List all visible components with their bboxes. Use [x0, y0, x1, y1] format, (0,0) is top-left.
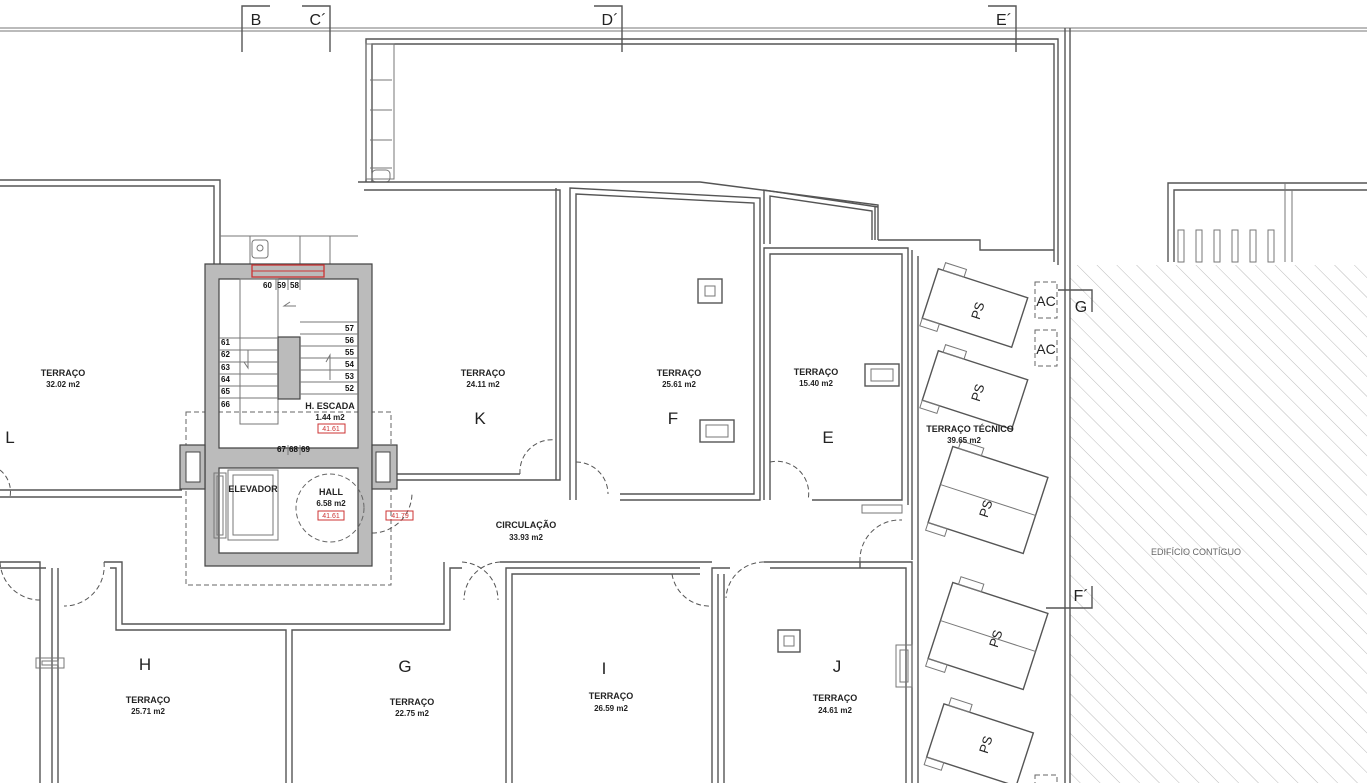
room-escada-name: H. ESCADA [305, 401, 355, 411]
stair-num: 61 [221, 338, 230, 347]
room-l-name: TERRAÇO [41, 368, 86, 378]
stair-num: 55 [345, 348, 354, 357]
equipment-labels: PS PS PS PS PS AC AC [968, 293, 1056, 755]
room-k-name: TERRAÇO [461, 368, 506, 378]
room-l-letter: L [5, 428, 14, 447]
stair-num: 56 [345, 336, 354, 345]
stair-num: 60 [263, 281, 272, 290]
axis-labels: B C´ D´ E´ G F´ [251, 12, 1089, 605]
stair-num: 67 [277, 445, 286, 454]
stair-core [179, 263, 398, 586]
axis-label-d: D´ [602, 12, 619, 29]
room-tec-area: 39.65 m2 [947, 436, 981, 445]
stair-num: 57 [345, 324, 354, 333]
door-swings [0, 439, 903, 607]
ps-label: PS [976, 734, 996, 755]
room-elevador-name: ELEVADOR [228, 484, 278, 494]
room-tec-name: TERRAÇO TÉCNICO [926, 424, 1014, 434]
stair-num: 58 [290, 281, 299, 290]
room-j-area: 24.61 m2 [818, 706, 852, 715]
stair-treads [219, 279, 358, 455]
room-f-area: 25.61 m2 [662, 380, 696, 389]
ps-label: PS [968, 300, 988, 321]
ps-label: PS [986, 628, 1006, 649]
room-i-name: TERRAÇO [589, 691, 634, 701]
stair-num: 64 [221, 375, 230, 384]
room-hall-area: 6.58 m2 [316, 499, 346, 508]
stair-num: 52 [345, 384, 354, 393]
ac-units [1034, 281, 1058, 783]
grid-axes [241, 5, 1093, 609]
outer-walls [0, 27, 1367, 783]
room-hall-name: HALL [319, 487, 343, 497]
stair-num: 63 [221, 363, 230, 372]
room-circ-area: 33.93 m2 [509, 533, 543, 542]
room-circ-name: CIRCULAÇÃO [496, 520, 557, 530]
room-h-area: 25.71 m2 [131, 707, 165, 716]
stair-num: 62 [221, 350, 230, 359]
room-escada-level: 41.61 [322, 426, 340, 433]
stair-num: 59 [277, 281, 286, 290]
room-i-letter: I [602, 659, 607, 678]
adjacent-building-label: EDIFÍCIO CONTÍGUO [1151, 547, 1241, 557]
room-e-area: 15.40 m2 [799, 379, 833, 388]
room-e-name: TERRAÇO [794, 367, 839, 377]
room-g-letter: G [398, 657, 411, 676]
stair-num: 69 [301, 445, 310, 454]
ps-units [919, 262, 1049, 783]
room-hall-level: 41.61 [322, 513, 340, 520]
ac-label: AC [1036, 341, 1055, 357]
ps-label: PS [976, 498, 996, 519]
ac-label: AC [1036, 293, 1055, 309]
stair-numbers: 60 59 58 61 62 63 64 65 66 57 56 55 54 5… [221, 281, 354, 454]
room-j-letter: J [833, 657, 842, 676]
room-g-area: 22.75 m2 [395, 709, 429, 718]
stair-num: 66 [221, 400, 230, 409]
axis-label-g: G [1075, 299, 1087, 316]
room-j-name: TERRAÇO [813, 693, 858, 703]
room-escada-area: 1.44 m2 [315, 413, 345, 422]
room-labels: TERRAÇO 32.02 m2 L TERRAÇO 24.11 m2 K TE… [5, 367, 1241, 718]
door-level: 41.79 [391, 513, 409, 520]
axis-label-b: B [251, 12, 262, 29]
room-f-name: TERRAÇO [657, 368, 702, 378]
room-e-letter: E [822, 428, 833, 447]
axis-label-f: F´ [1073, 588, 1088, 605]
room-i-area: 26.59 m2 [594, 704, 628, 713]
room-h-letter: H [139, 655, 151, 674]
axis-label-e: E´ [996, 12, 1012, 29]
adjacent-building-hatch [1070, 265, 1367, 783]
stair-num: 68 [289, 445, 298, 454]
room-g-name: TERRAÇO [390, 697, 435, 707]
stair-num: 54 [345, 360, 354, 369]
room-k-area: 24.11 m2 [466, 380, 500, 389]
stair-num: 53 [345, 372, 354, 381]
room-l-area: 32.02 m2 [46, 380, 80, 389]
axis-label-c: C´ [310, 12, 327, 29]
fixtures [697, 278, 900, 653]
room-h-name: TERRAÇO [126, 695, 171, 705]
room-k-letter: K [474, 409, 486, 428]
stair-num: 65 [221, 387, 230, 396]
room-f-letter: F [668, 409, 678, 428]
ps-label: PS [968, 382, 988, 403]
